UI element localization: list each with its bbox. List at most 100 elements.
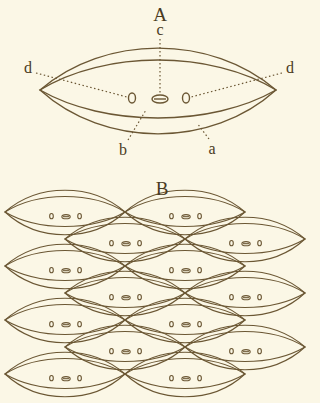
pore-slit — [183, 324, 189, 325]
nucleus — [78, 376, 82, 381]
nucleus — [50, 268, 54, 273]
pore-slit — [123, 243, 129, 244]
cell-outline — [185, 217, 305, 262]
guard-cell-inner — [40, 60, 276, 118]
cell-outline — [185, 271, 305, 316]
epidermis-tiling — [5, 190, 305, 397]
pore — [182, 377, 190, 381]
pore-slit — [183, 378, 189, 379]
guard-cell-inner — [125, 196, 245, 226]
nucleus — [78, 214, 82, 219]
cell-outline — [185, 325, 305, 370]
pore — [62, 269, 70, 273]
nucleus — [258, 295, 262, 300]
nucleus — [170, 268, 174, 273]
nucleus — [129, 93, 136, 103]
guard-cell-inner — [185, 277, 305, 307]
cell-outline — [65, 271, 185, 316]
nucleus — [50, 214, 54, 219]
cell-outline — [65, 217, 185, 262]
pore — [152, 95, 168, 103]
nucleus — [198, 322, 202, 327]
part-letter: d — [286, 60, 294, 76]
guard-cell-inner — [5, 250, 125, 280]
pore-slit — [243, 351, 249, 352]
nucleus — [50, 322, 54, 327]
guard-cell-inner — [5, 304, 125, 334]
figure-letter: A — [153, 5, 167, 24]
nucleus — [78, 322, 82, 327]
pore — [182, 269, 190, 273]
pore — [242, 242, 250, 246]
guard-cell-inner — [185, 223, 305, 253]
nucleus — [198, 376, 202, 381]
part-letter: a — [208, 141, 215, 157]
nucleus — [183, 93, 190, 103]
guard-cell-inner — [65, 331, 185, 361]
cell-outline — [5, 190, 125, 235]
pore-slit — [183, 270, 189, 271]
guard-cell-inner — [125, 304, 245, 334]
pore-slit — [63, 378, 69, 379]
nucleus — [230, 295, 234, 300]
pore — [62, 323, 70, 327]
guard-cell-inner — [125, 358, 245, 388]
guard-cell-inner — [5, 196, 125, 226]
nucleus — [198, 214, 202, 219]
nucleus — [50, 376, 54, 381]
cell-outline — [125, 244, 245, 289]
leader-lines — [36, 39, 282, 140]
pore — [122, 242, 130, 246]
guard-cell-inner — [185, 331, 305, 361]
cell-outline — [125, 190, 245, 235]
pore-slit — [183, 216, 189, 217]
cell-outline — [5, 352, 125, 397]
pore — [122, 350, 130, 354]
guard-cell-inner — [5, 358, 125, 388]
pore-slit — [123, 351, 129, 352]
pore — [62, 377, 70, 381]
nucleus — [138, 295, 142, 300]
nucleus — [110, 349, 114, 354]
cell-outline — [5, 298, 125, 343]
nucleus — [230, 349, 234, 354]
nucleus — [170, 322, 174, 327]
nucleus — [258, 241, 262, 246]
cell-outline — [40, 48, 276, 134]
pore-slit — [243, 297, 249, 298]
figure-letter: B — [156, 179, 169, 198]
pore-slit — [154, 98, 166, 99]
nucleus — [138, 241, 142, 246]
pore-slit — [63, 216, 69, 217]
pore — [62, 215, 70, 219]
pore-slit — [123, 297, 129, 298]
pore-slit — [243, 243, 249, 244]
cell-outline — [65, 325, 185, 370]
nucleus — [138, 349, 142, 354]
nucleus — [170, 214, 174, 219]
nucleus — [170, 376, 174, 381]
nucleus — [198, 268, 202, 273]
nucleus — [258, 349, 262, 354]
guard-cell-inner — [65, 223, 185, 253]
part-letter: c — [156, 22, 163, 38]
nucleus — [230, 241, 234, 246]
pore — [182, 323, 190, 327]
cell-outline — [5, 244, 125, 289]
pore-slit — [63, 270, 69, 271]
part-letter: b — [119, 142, 127, 158]
cell-outline — [125, 352, 245, 397]
pore — [242, 296, 250, 300]
pore — [242, 350, 250, 354]
pore-slit — [63, 324, 69, 325]
nucleus — [110, 295, 114, 300]
nucleus — [78, 268, 82, 273]
pore — [182, 215, 190, 219]
cell-outline — [125, 298, 245, 343]
guard-cell-inner — [65, 277, 185, 307]
guard-cell-figure — [40, 48, 276, 134]
part-letter: d — [24, 60, 32, 76]
nucleus — [110, 241, 114, 246]
